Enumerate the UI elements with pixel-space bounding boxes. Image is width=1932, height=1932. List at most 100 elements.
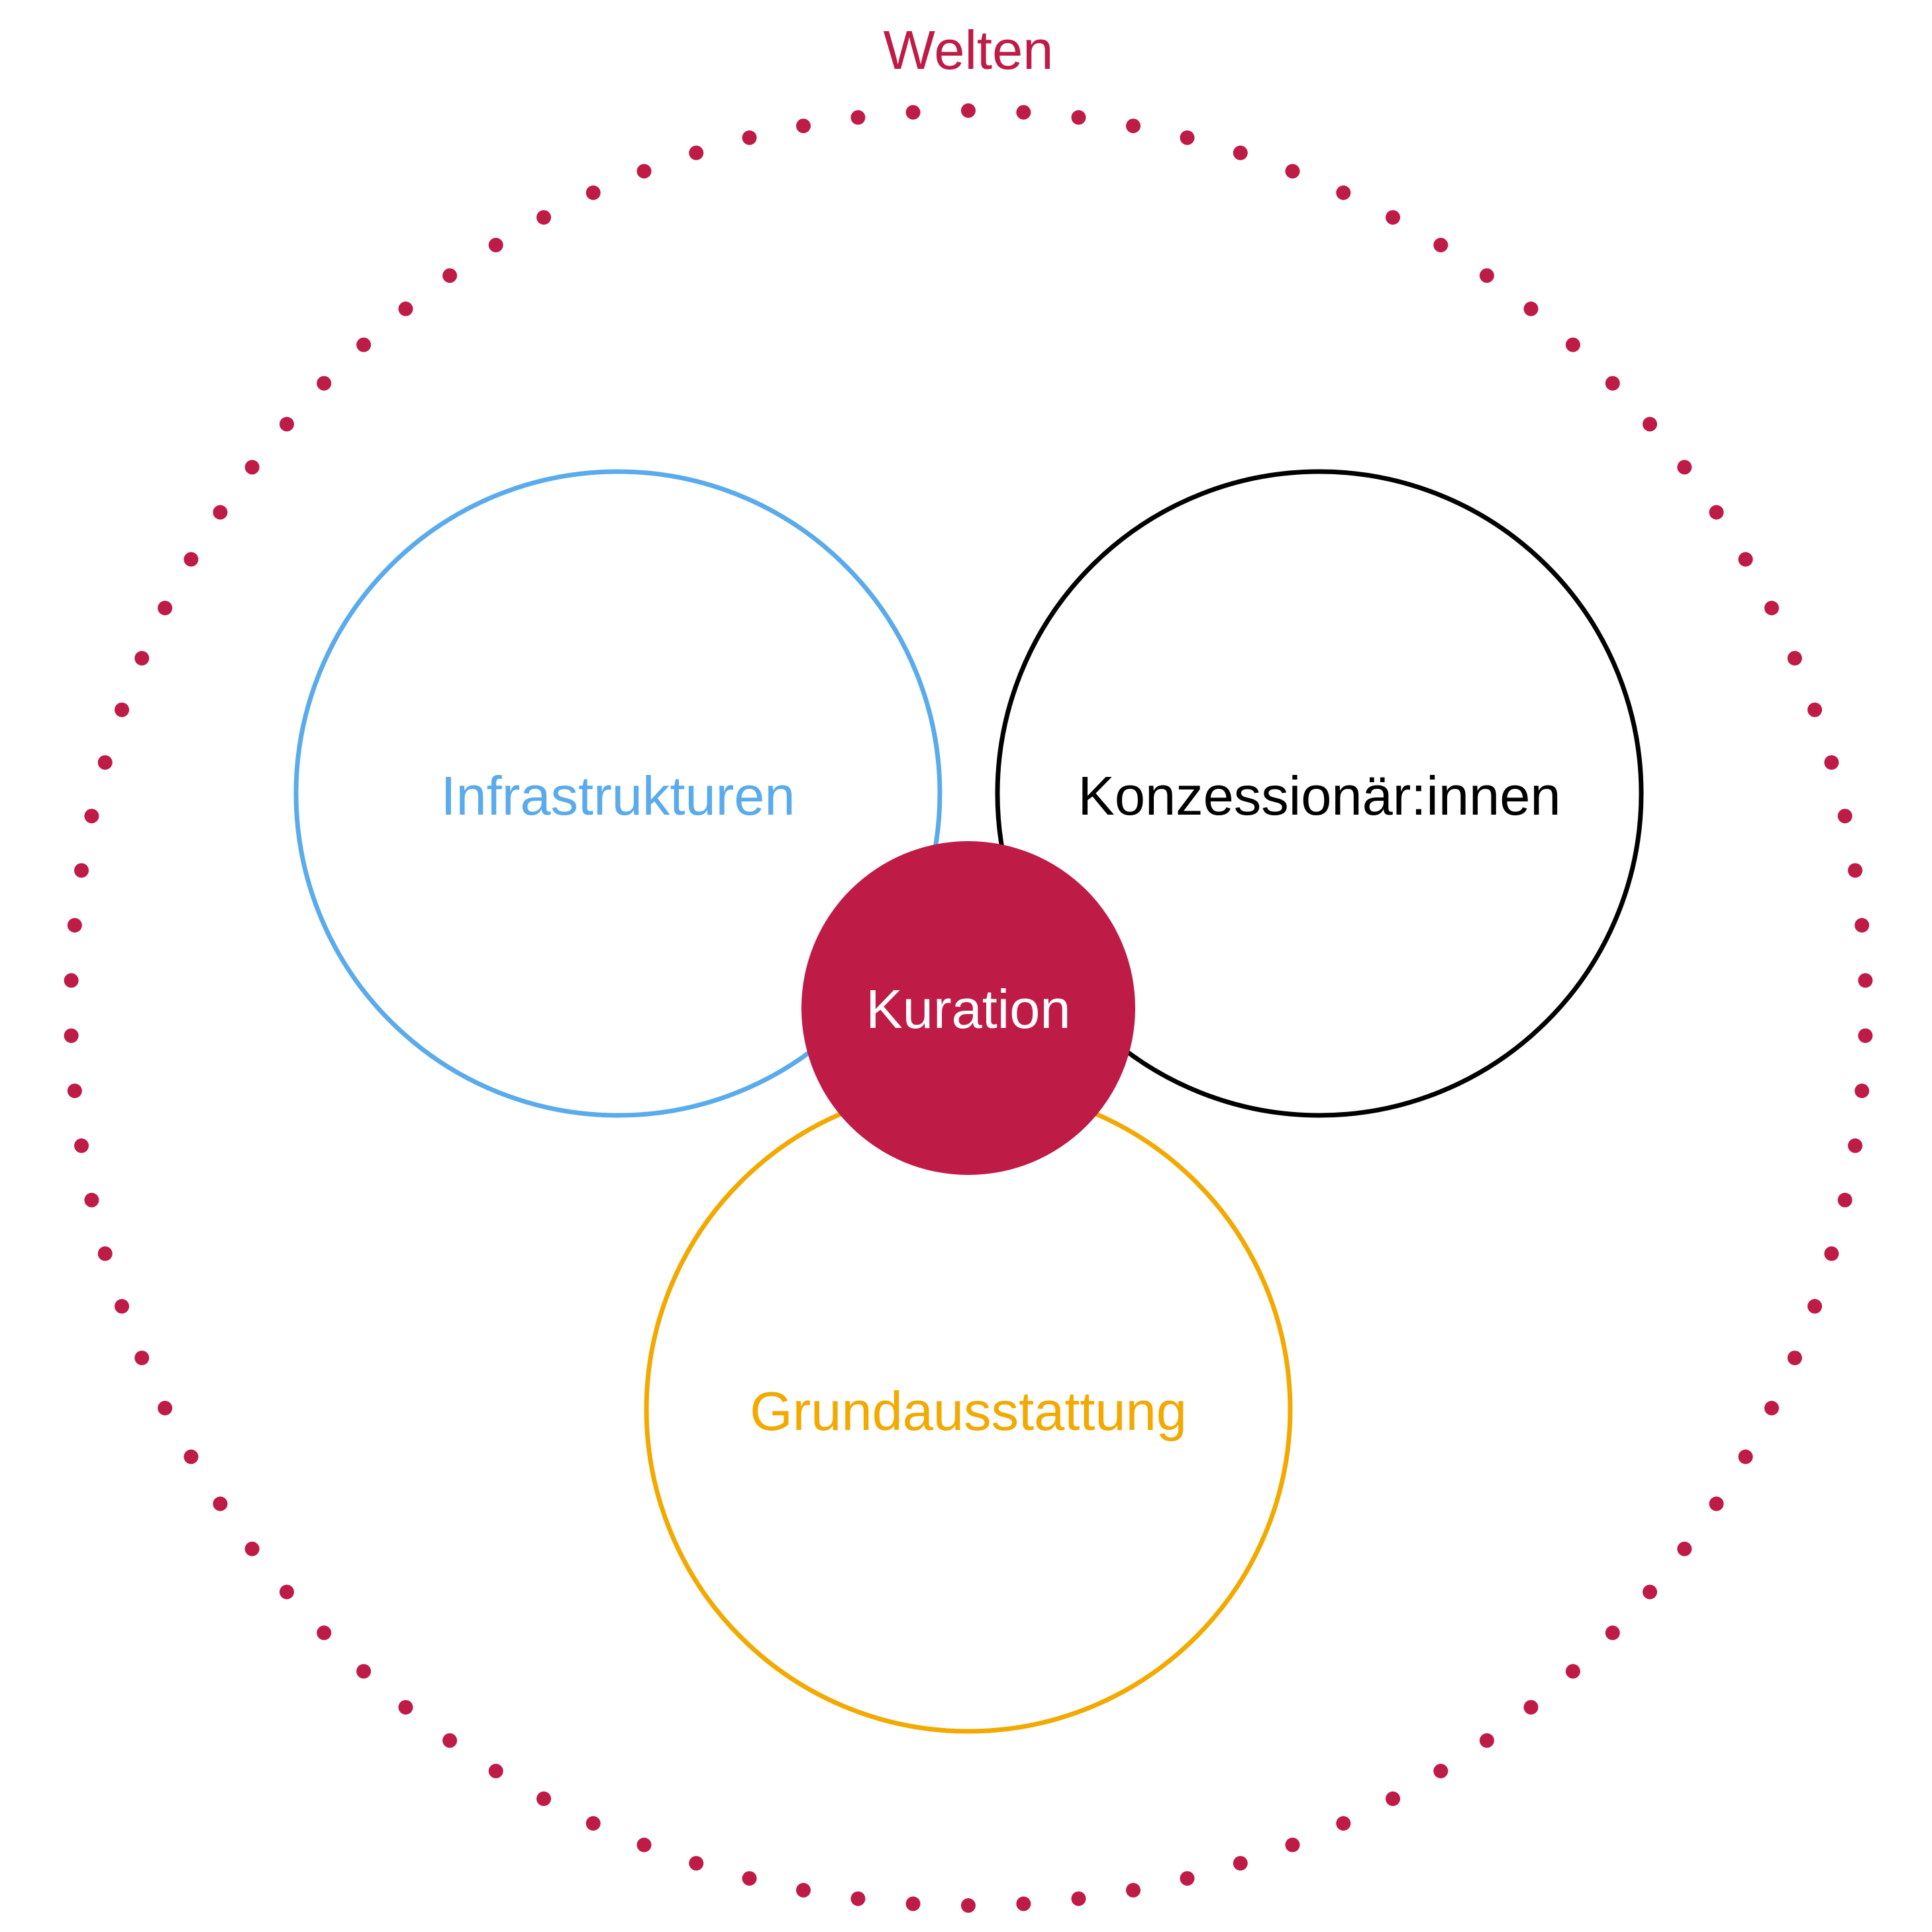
- ring-dot: [1787, 1350, 1802, 1366]
- ring-dot: [134, 1350, 150, 1366]
- ring-dot: [398, 1700, 413, 1715]
- ring-dot: [689, 1856, 704, 1871]
- ring-dot: [1233, 145, 1248, 160]
- worlds-label: Welten: [884, 19, 1054, 81]
- infrastructure-label: Infrastrukturen: [440, 765, 795, 827]
- ring-dot: [442, 1733, 458, 1748]
- ring-dot: [97, 1246, 113, 1261]
- ring-dot: [961, 103, 976, 118]
- ring-dot: [488, 238, 503, 252]
- ring-dot: [158, 601, 173, 615]
- concessionaires-label: Konzessionär:innen: [1078, 765, 1560, 827]
- curation-label: Kuration: [866, 978, 1070, 1040]
- ring-dot: [1565, 337, 1580, 352]
- ring-dot: [74, 1138, 89, 1153]
- ring-dot: [1180, 130, 1195, 145]
- ring-dot: [84, 809, 99, 824]
- ring-dot: [84, 1192, 99, 1207]
- ring-dot: [1233, 1856, 1248, 1871]
- ring-dot: [74, 863, 89, 878]
- ring-dot: [689, 145, 704, 160]
- ring-dot: [1336, 185, 1351, 200]
- ring-dot: [97, 755, 113, 770]
- ring-dot: [742, 130, 757, 145]
- ring-dot: [1479, 268, 1494, 283]
- ring-dot: [1848, 1138, 1862, 1153]
- ring-dot: [356, 1664, 372, 1679]
- curation-circle: [801, 841, 1135, 1175]
- ring-dot: [1824, 755, 1839, 770]
- ring-dot: [1433, 1764, 1449, 1778]
- ring-dot: [850, 1891, 866, 1906]
- concessionaires-circle: [995, 469, 1644, 1118]
- ring-dot: [1643, 1584, 1657, 1600]
- ring-dot: [398, 301, 413, 317]
- ring-dot: [488, 1764, 503, 1778]
- ring-dot: [905, 105, 921, 120]
- ring-dot: [1386, 210, 1400, 225]
- ring-dot: [1016, 105, 1031, 120]
- ring-dot: [1764, 1401, 1779, 1415]
- ring-dot: [1709, 505, 1724, 520]
- ring-dot: [1858, 1028, 1873, 1043]
- ring-dot: [280, 1584, 294, 1600]
- ring-dot: [1433, 238, 1449, 252]
- ring-dot: [442, 268, 458, 283]
- ring-dot: [1738, 1449, 1753, 1464]
- ring-dot: [536, 210, 551, 225]
- ring-dot: [1643, 417, 1657, 432]
- ring-dot: [1479, 1733, 1494, 1748]
- ring-dot: [796, 1882, 811, 1898]
- ring-dot: [1523, 1700, 1539, 1715]
- ring-dot: [796, 119, 811, 134]
- ring-dot: [742, 1871, 757, 1886]
- ring-dot: [1738, 552, 1753, 567]
- ring-dot: [905, 1896, 921, 1911]
- ring-dot: [183, 552, 199, 567]
- infrastructure-circle: [293, 469, 942, 1118]
- ring-dot: [183, 1449, 199, 1464]
- ring-dot: [636, 1837, 652, 1853]
- ring-dot: [1565, 1664, 1580, 1679]
- ring-dot: [1285, 164, 1300, 179]
- ring-dot: [67, 1084, 82, 1098]
- ring-dot: [1837, 809, 1853, 824]
- ring-dot: [1071, 1891, 1086, 1906]
- ring-dot: [585, 1816, 601, 1831]
- ring-dot: [115, 702, 129, 717]
- worlds-dotted-ring: [64, 103, 1873, 1913]
- ring-dot: [1764, 601, 1779, 615]
- ring-dot: [115, 1299, 129, 1314]
- ring-dot: [536, 1791, 551, 1806]
- ring-dot: [244, 1541, 260, 1556]
- ring-dot: [1858, 973, 1873, 988]
- ring-dot: [213, 505, 228, 520]
- ring-dot: [1605, 1625, 1620, 1641]
- ring-dot: [961, 1898, 976, 1913]
- ring-dot: [636, 164, 652, 179]
- ring-dot: [64, 973, 79, 988]
- ring-dot: [1807, 1299, 1822, 1314]
- ring-dot: [1709, 1496, 1724, 1511]
- equipment-label: Grundausstattung: [750, 1380, 1187, 1442]
- ring-dot: [317, 376, 332, 391]
- ring-dot: [1855, 918, 1870, 933]
- ring-dot: [1855, 1084, 1870, 1098]
- ring-dot: [1016, 1896, 1031, 1911]
- ring-dot: [1126, 119, 1141, 134]
- ring-dot: [1180, 1871, 1195, 1886]
- ring-dot: [213, 1496, 228, 1511]
- ring-dot: [244, 460, 260, 475]
- ring-dot: [134, 650, 150, 666]
- ring-dot: [1523, 301, 1539, 317]
- ring-dot: [1336, 1816, 1351, 1831]
- ring-dot: [1787, 650, 1802, 666]
- ring-dot: [585, 185, 601, 200]
- ring-dot: [356, 337, 372, 352]
- ring-dot: [1837, 1192, 1853, 1207]
- ring-dot: [1677, 1541, 1692, 1556]
- ring-dot: [1126, 1882, 1141, 1898]
- ring-dot: [158, 1401, 173, 1415]
- ring-dot: [1071, 110, 1086, 125]
